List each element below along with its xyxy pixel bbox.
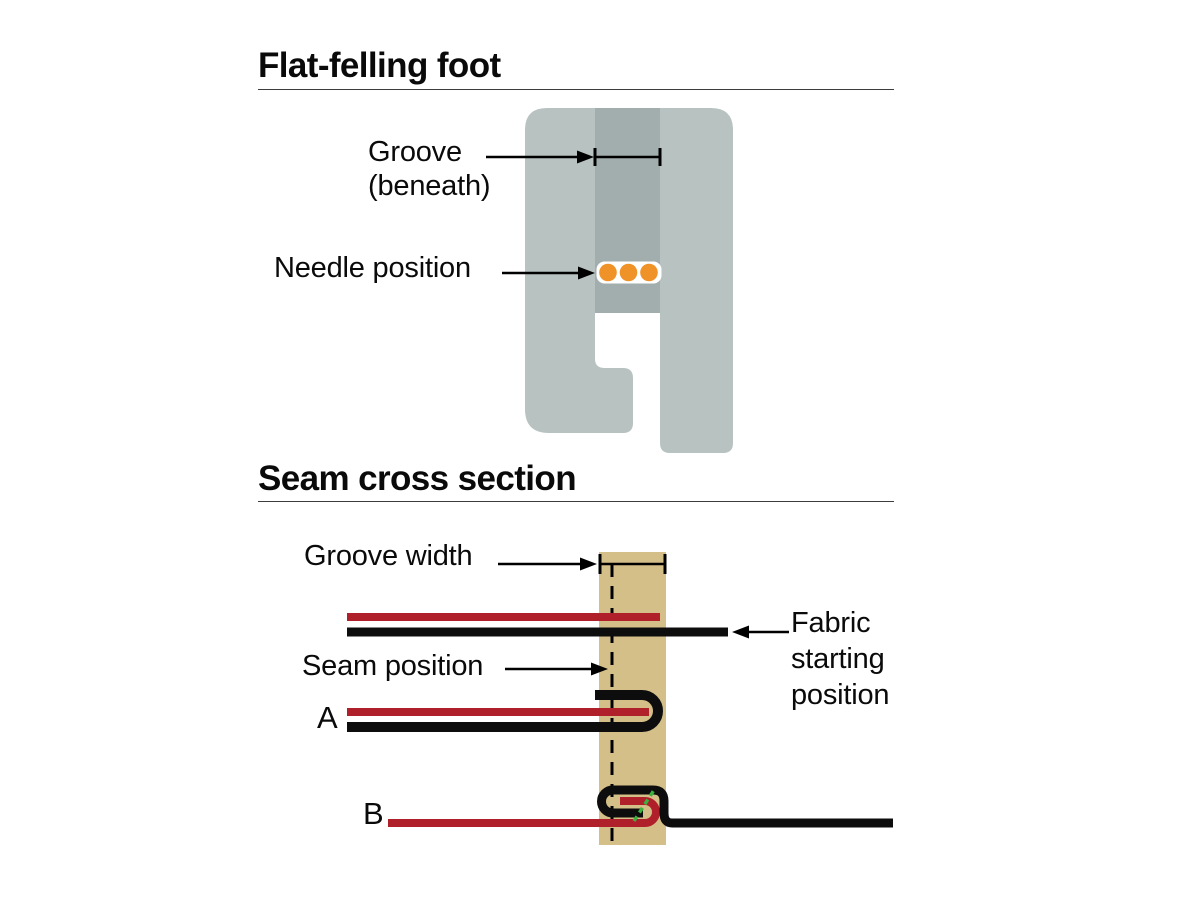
step-a-folded-fabric bbox=[347, 690, 663, 732]
fold-step-b bbox=[388, 785, 893, 828]
arrowhead-icon bbox=[591, 662, 608, 676]
foot-title-rule bbox=[258, 89, 894, 90]
fabric-start-arrow bbox=[732, 625, 789, 639]
arrowhead-icon bbox=[578, 266, 595, 280]
stitch-line bbox=[632, 789, 656, 822]
foot-section-title: Flat-felling foot bbox=[258, 46, 501, 85]
fabric-start-label: Fabric starting position bbox=[791, 607, 890, 711]
row-b-label: B bbox=[363, 796, 384, 831]
needle-position-label: Needle position bbox=[274, 252, 471, 284]
seam-position-arrow bbox=[505, 662, 608, 676]
presser-foot-drawing bbox=[525, 108, 733, 453]
fold-step-a bbox=[347, 690, 663, 732]
seam-title-rule bbox=[258, 501, 894, 502]
row-a-label: A bbox=[317, 700, 338, 735]
arrowhead-icon bbox=[580, 557, 597, 571]
step-b-folded-fabric bbox=[597, 785, 893, 828]
seam-cross-section-drawing bbox=[347, 552, 893, 845]
groove-dimension bbox=[486, 148, 662, 166]
needle-hole-dot bbox=[599, 263, 617, 282]
groove-label: Groove (beneath) bbox=[368, 136, 491, 202]
needle-hole-dot bbox=[640, 263, 658, 282]
seam-position-label: Seam position bbox=[302, 650, 484, 682]
seam-section-title: Seam cross section bbox=[258, 459, 577, 498]
needle-position-arrow bbox=[502, 266, 595, 280]
arrowhead-icon bbox=[732, 625, 749, 639]
groove-width-label: Groove width bbox=[304, 540, 473, 572]
arrowhead-icon bbox=[577, 150, 594, 164]
fabric-start-layers bbox=[347, 613, 728, 637]
needle-hole-dot bbox=[619, 263, 638, 282]
groove-width-dimension bbox=[498, 554, 667, 574]
